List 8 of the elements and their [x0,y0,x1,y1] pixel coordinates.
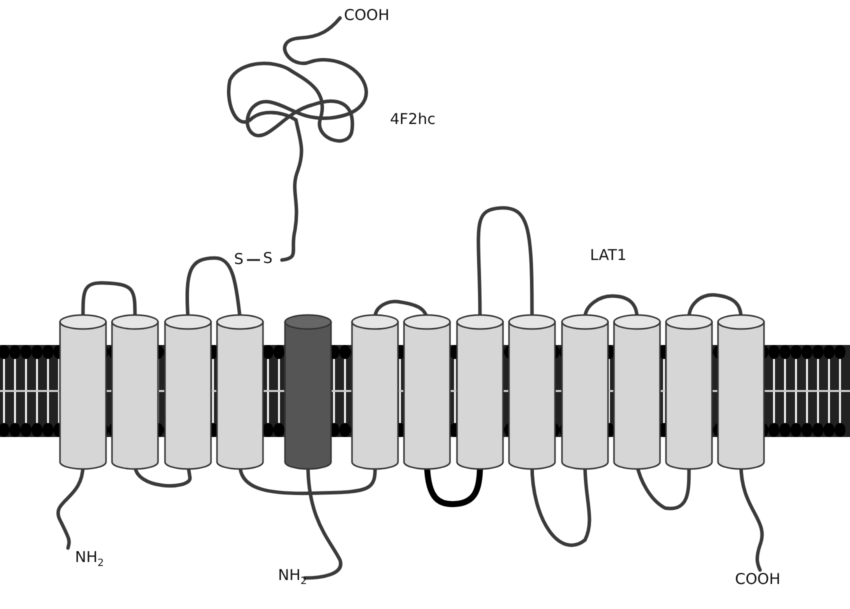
terminus-label: COOH [735,572,780,587]
sulfur-label: S [263,251,273,266]
sulfur-label: S [234,252,244,267]
terminus-label: NH$_{2}$ [278,568,307,587]
protein-name: 4F2hc [390,112,436,127]
protein-name: LAT1 [590,248,627,263]
terminus-label: NH$_{2}$ [75,550,104,569]
terminus-label: COOH [344,8,390,23]
